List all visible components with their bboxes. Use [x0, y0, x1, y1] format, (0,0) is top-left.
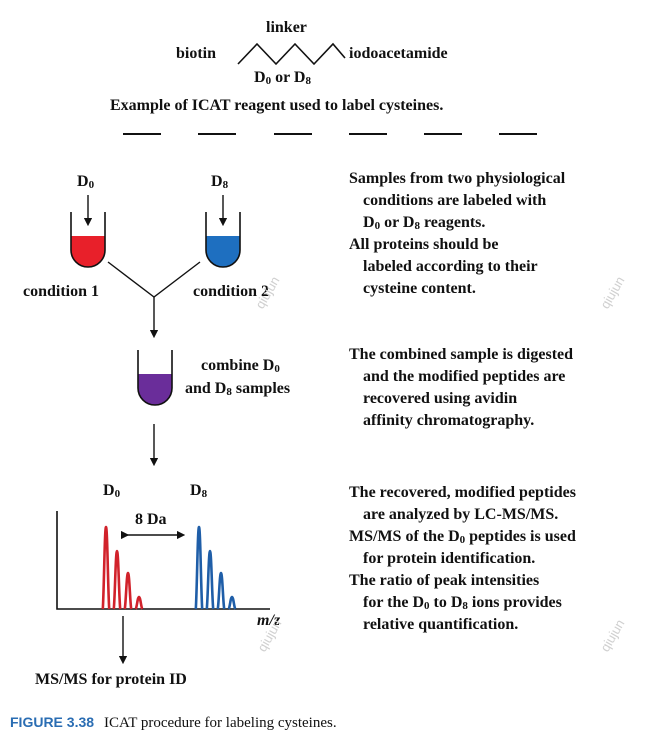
linker-zigzag — [237, 42, 346, 66]
isotope-peak — [227, 595, 237, 610]
combine-label-line2: and D8 samples — [185, 380, 291, 398]
tube-condition-2 — [205, 212, 241, 268]
biotin-label: biotin — [176, 45, 217, 62]
tube-condition-1 — [70, 212, 106, 268]
merge-lines — [107, 261, 201, 298]
notes-labeling: Samples from two physiological condition… — [349, 170, 566, 297]
d0-peaks — [101, 525, 144, 610]
isotope-peak — [123, 571, 133, 610]
notes-digestion: The combined sample is digested and the … — [349, 346, 574, 429]
condition-1-label: condition 1 — [23, 283, 100, 300]
tube-combined — [137, 350, 173, 406]
mass-shift-label: 8 Da — [135, 511, 167, 528]
divider-dash — [499, 133, 537, 135]
notes-analysis: The recovered, modified peptides are ana… — [349, 484, 576, 633]
isotope-peak — [101, 525, 111, 610]
divider-dash — [198, 133, 236, 135]
divider-dash — [123, 133, 161, 135]
isotope-peak — [216, 571, 226, 610]
isotope-peak — [134, 595, 144, 610]
figure-caption: FIGURE 3.38 ICAT procedure for labeling c… — [10, 714, 337, 732]
spectrum-d0-label: D0 — [103, 482, 121, 500]
divider-dash — [349, 133, 387, 135]
isotope-peak — [112, 549, 122, 610]
combine-label-line1: combine D0 — [201, 357, 280, 375]
reagent-caption: Example of ICAT reagent used to label cy… — [110, 97, 444, 114]
spectrum-d8-label: D8 — [190, 482, 208, 500]
tube-d0-label: D0 — [77, 173, 95, 191]
isotope-peak — [194, 525, 204, 610]
d8-peaks — [194, 525, 237, 610]
isotope-peak — [205, 549, 215, 610]
divider-dash — [274, 133, 312, 135]
linker-label: linker — [266, 19, 307, 36]
spectrum-axes — [56, 511, 270, 610]
iodoacetamide-label: iodoacetamide — [349, 45, 448, 62]
reagent-variants: D0 or D8 — [254, 69, 311, 87]
divider-dash — [424, 133, 462, 135]
figure-number: FIGURE 3.38 — [10, 714, 95, 730]
condition-2-label: condition 2 — [193, 283, 270, 300]
figure-caption-text: ICAT procedure for labeling cysteines. — [104, 715, 337, 731]
msms-protein-id-label: MS/MS for protein ID — [35, 671, 187, 688]
tube-d8-label: D8 — [211, 173, 229, 191]
mz-axis-label: m/z — [257, 612, 281, 629]
